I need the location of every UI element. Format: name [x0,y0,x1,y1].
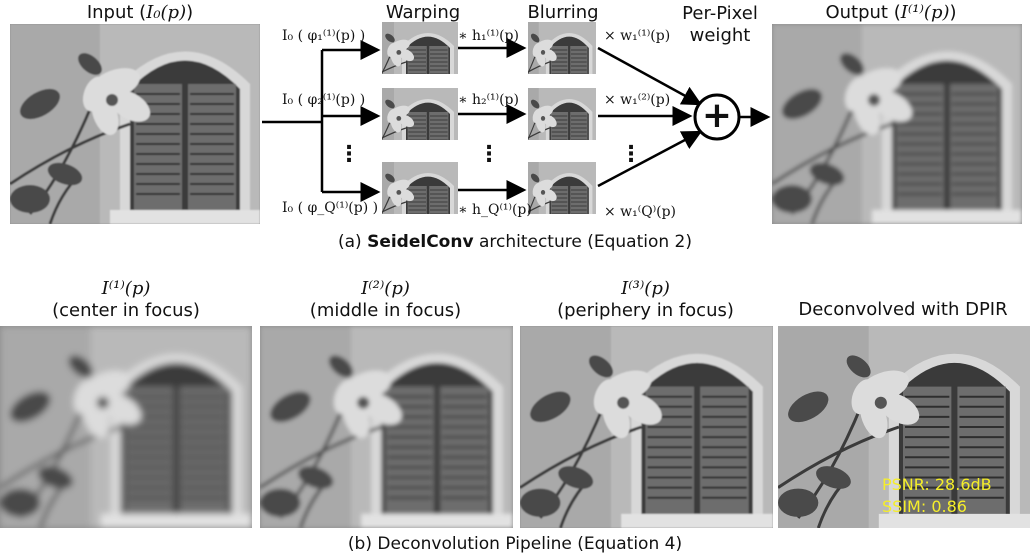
panel-2-label: I⁽²⁾(p) (middle in focus) [309,278,462,321]
panel-1-label: I⁽¹⁾(p) (center in focus) [52,278,200,321]
psnr-value: PSNR: 28.6dB [882,475,992,494]
weight-label-q: × w₁⁽Q⁾(p) [604,204,677,220]
blur-op-label-q: ∗ h_Q⁽¹⁾(p) [458,202,532,218]
blurred-thumbnail-q [528,162,596,214]
panel-2-image [260,326,513,528]
warp-input-label-2: I₀ ( φ₂⁽¹⁾(p) ) [282,92,366,108]
panel-4-image [778,326,1030,528]
blur-op-label-1: ∗ h₁⁽¹⁾(p) [458,28,519,44]
blurred-thumbnail-1 [528,22,596,74]
column-header-warping: Warping [385,2,461,23]
sum-symbol: + [701,95,733,136]
warped-thumbnail-q [382,162,458,214]
blur-sum-arrow-1 [597,46,703,106]
ellipsis-blur: ⋮ [620,142,642,167]
warped-thumbnail-2 [382,88,458,140]
panel-1-image [0,326,252,528]
column-header-blurring: Blurring [527,2,599,23]
output-image [772,24,1022,224]
warp-input-label-q: I₀ ( φ_Q⁽¹⁾(p) ) [282,200,379,216]
sum-node [693,93,741,141]
blur-op-label-2: ∗ h₂⁽¹⁾(p) [458,92,519,108]
column-header-weight: Per-Pixel weight [682,3,758,46]
output-label: Output (I⁽¹⁾(p)) [825,2,957,23]
warped-thumbnail-1 [382,22,458,74]
input-image [10,24,260,224]
weight-label-1: × w₁⁽¹⁾(p) [604,28,671,44]
panel-3-label: I⁽³⁾(p) (periphery in focus) [557,278,734,321]
ssim-value: SSIM: 0.86 [882,497,967,516]
panel-4-label: Deconvolved with DPIR [798,299,1008,320]
blurred-thumbnail-2 [528,88,596,140]
input-label: Input (I₀(p)) [86,2,194,23]
architecture-arrows [262,38,771,202]
weight-label-2: × w₁⁽²⁾(p) [604,92,671,108]
panel-3-image [520,326,773,528]
blur-sum-arrow-q [597,130,703,188]
caption-a: (a) SeidelConv architecture (Equation 2) [337,232,692,252]
ellipsis-warp: ⋮ [478,142,500,167]
caption-b: (b) Deconvolution Pipeline (Equation 4) [347,534,683,554]
ellipsis-branch: ⋮ [338,142,360,167]
warp-input-label-1: I₀ ( φ₁⁽¹⁾(p) ) [282,28,366,44]
metrics-overlay: PSNR: 28.6dB SSIM: 0.86 [882,474,992,518]
